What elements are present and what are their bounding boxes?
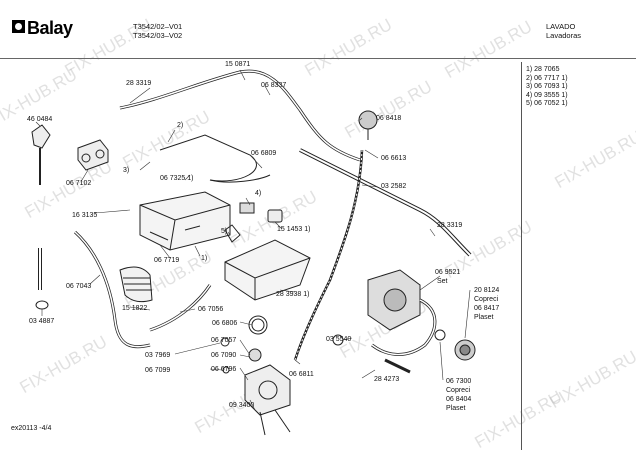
hose-right <box>299 148 472 257</box>
part-label: 28 3938 1) <box>276 291 310 298</box>
part-label: 06 7719 <box>154 257 180 264</box>
part-label: 03 5540 <box>326 336 352 343</box>
model-number: T3542/02–V01 <box>133 22 183 31</box>
part-label: 06 8337 <box>261 82 287 89</box>
part-label: 15 1822 <box>122 305 148 312</box>
part-label: 06 6796 <box>211 366 237 373</box>
list-item: 2) 06 7717 1) <box>526 74 568 82</box>
list-item: 5) 06 7052 1) <box>526 100 568 107</box>
clamp-ring <box>248 315 268 335</box>
inlet-valve <box>77 139 109 171</box>
pressure-switch <box>358 110 378 130</box>
page-reference: ex20113 -4/4 <box>11 425 52 432</box>
list-item: 4) 09 3555 1) <box>526 91 568 99</box>
parts-note-panel: 1) 28 7065 2) 06 7717 1) 3) 06 7093 1) 4… <box>521 62 634 450</box>
part-label: 4) <box>255 190 262 197</box>
part-label: 03 4887 <box>29 318 55 325</box>
brand-logo: Balay <box>27 18 73 38</box>
part-label: 06 7099 <box>145 367 171 374</box>
part-label: Copreci <box>446 387 471 394</box>
part-label: 28 3319 <box>437 222 463 229</box>
part-label: 28 4273 <box>374 376 400 383</box>
parts-note-list: 1) 28 7065 2) 06 7717 1) 3) 06 7093 1) 4… <box>526 66 568 109</box>
part-label: 06 7056 <box>198 306 224 313</box>
drain-pump <box>244 364 291 416</box>
inlet-elbow <box>31 124 51 149</box>
part-label: 06 7102 <box>66 180 92 187</box>
part-label: 06 7300 <box>446 378 472 385</box>
part-label: 09 3400 <box>229 402 255 409</box>
detergent-drawer <box>224 239 311 301</box>
part-label: 06 6811 <box>289 371 314 378</box>
category-title: LAVADO <box>546 22 576 31</box>
part-label: 06 6809 <box>251 150 277 157</box>
category-subtitle: Lavadoras <box>546 31 582 40</box>
part-label: 06 6806 <box>212 320 238 327</box>
part-label: Plaset <box>446 405 466 412</box>
part-label: 15 1453 1) <box>277 226 311 233</box>
part-label: 3) <box>123 167 130 174</box>
part-label: 06 8417 <box>474 305 500 312</box>
list-item: 1) 28 7065 <box>526 66 560 73</box>
part-label: 06 6613 <box>381 155 407 162</box>
brand-logo-icon <box>12 20 25 33</box>
part-label: 06 7057 <box>211 337 237 344</box>
part-label: 1) <box>201 255 208 262</box>
part-label: 5) <box>221 228 228 235</box>
detergent-housing <box>139 191 231 251</box>
seal-ring <box>248 348 262 362</box>
model-number: T3542/03–V02 <box>133 31 183 40</box>
hose-top <box>119 69 361 162</box>
part-label: 06 8404 <box>446 396 472 403</box>
part-label: 06 7325 1) <box>160 175 194 182</box>
part-label: 06 8418 <box>376 115 402 122</box>
list-item: 3) 06 7093 1) <box>526 83 568 90</box>
part-label: 15 0871 <box>225 61 251 68</box>
exploded-parts-diagram <box>31 69 476 436</box>
part-label: 2) <box>177 122 184 129</box>
part-label: 28 3319 <box>126 80 152 87</box>
part-label: 03 2582 <box>381 183 407 190</box>
pressure-tube <box>293 149 364 361</box>
header-divider <box>0 58 636 59</box>
part-label: Set <box>437 278 448 285</box>
part-label: 46 0484 <box>27 116 53 123</box>
part-label: 06 7043 <box>66 283 92 290</box>
part-label: 20 8124 <box>474 287 500 294</box>
part-label: 16 3135 <box>72 212 98 219</box>
part-label: Plaset <box>474 314 494 321</box>
part-label: 06 9521 <box>435 269 461 276</box>
part-label: Copreci <box>474 296 499 303</box>
part-label: 06 7090 <box>211 352 237 359</box>
part-label: 03 7969 <box>145 352 171 359</box>
